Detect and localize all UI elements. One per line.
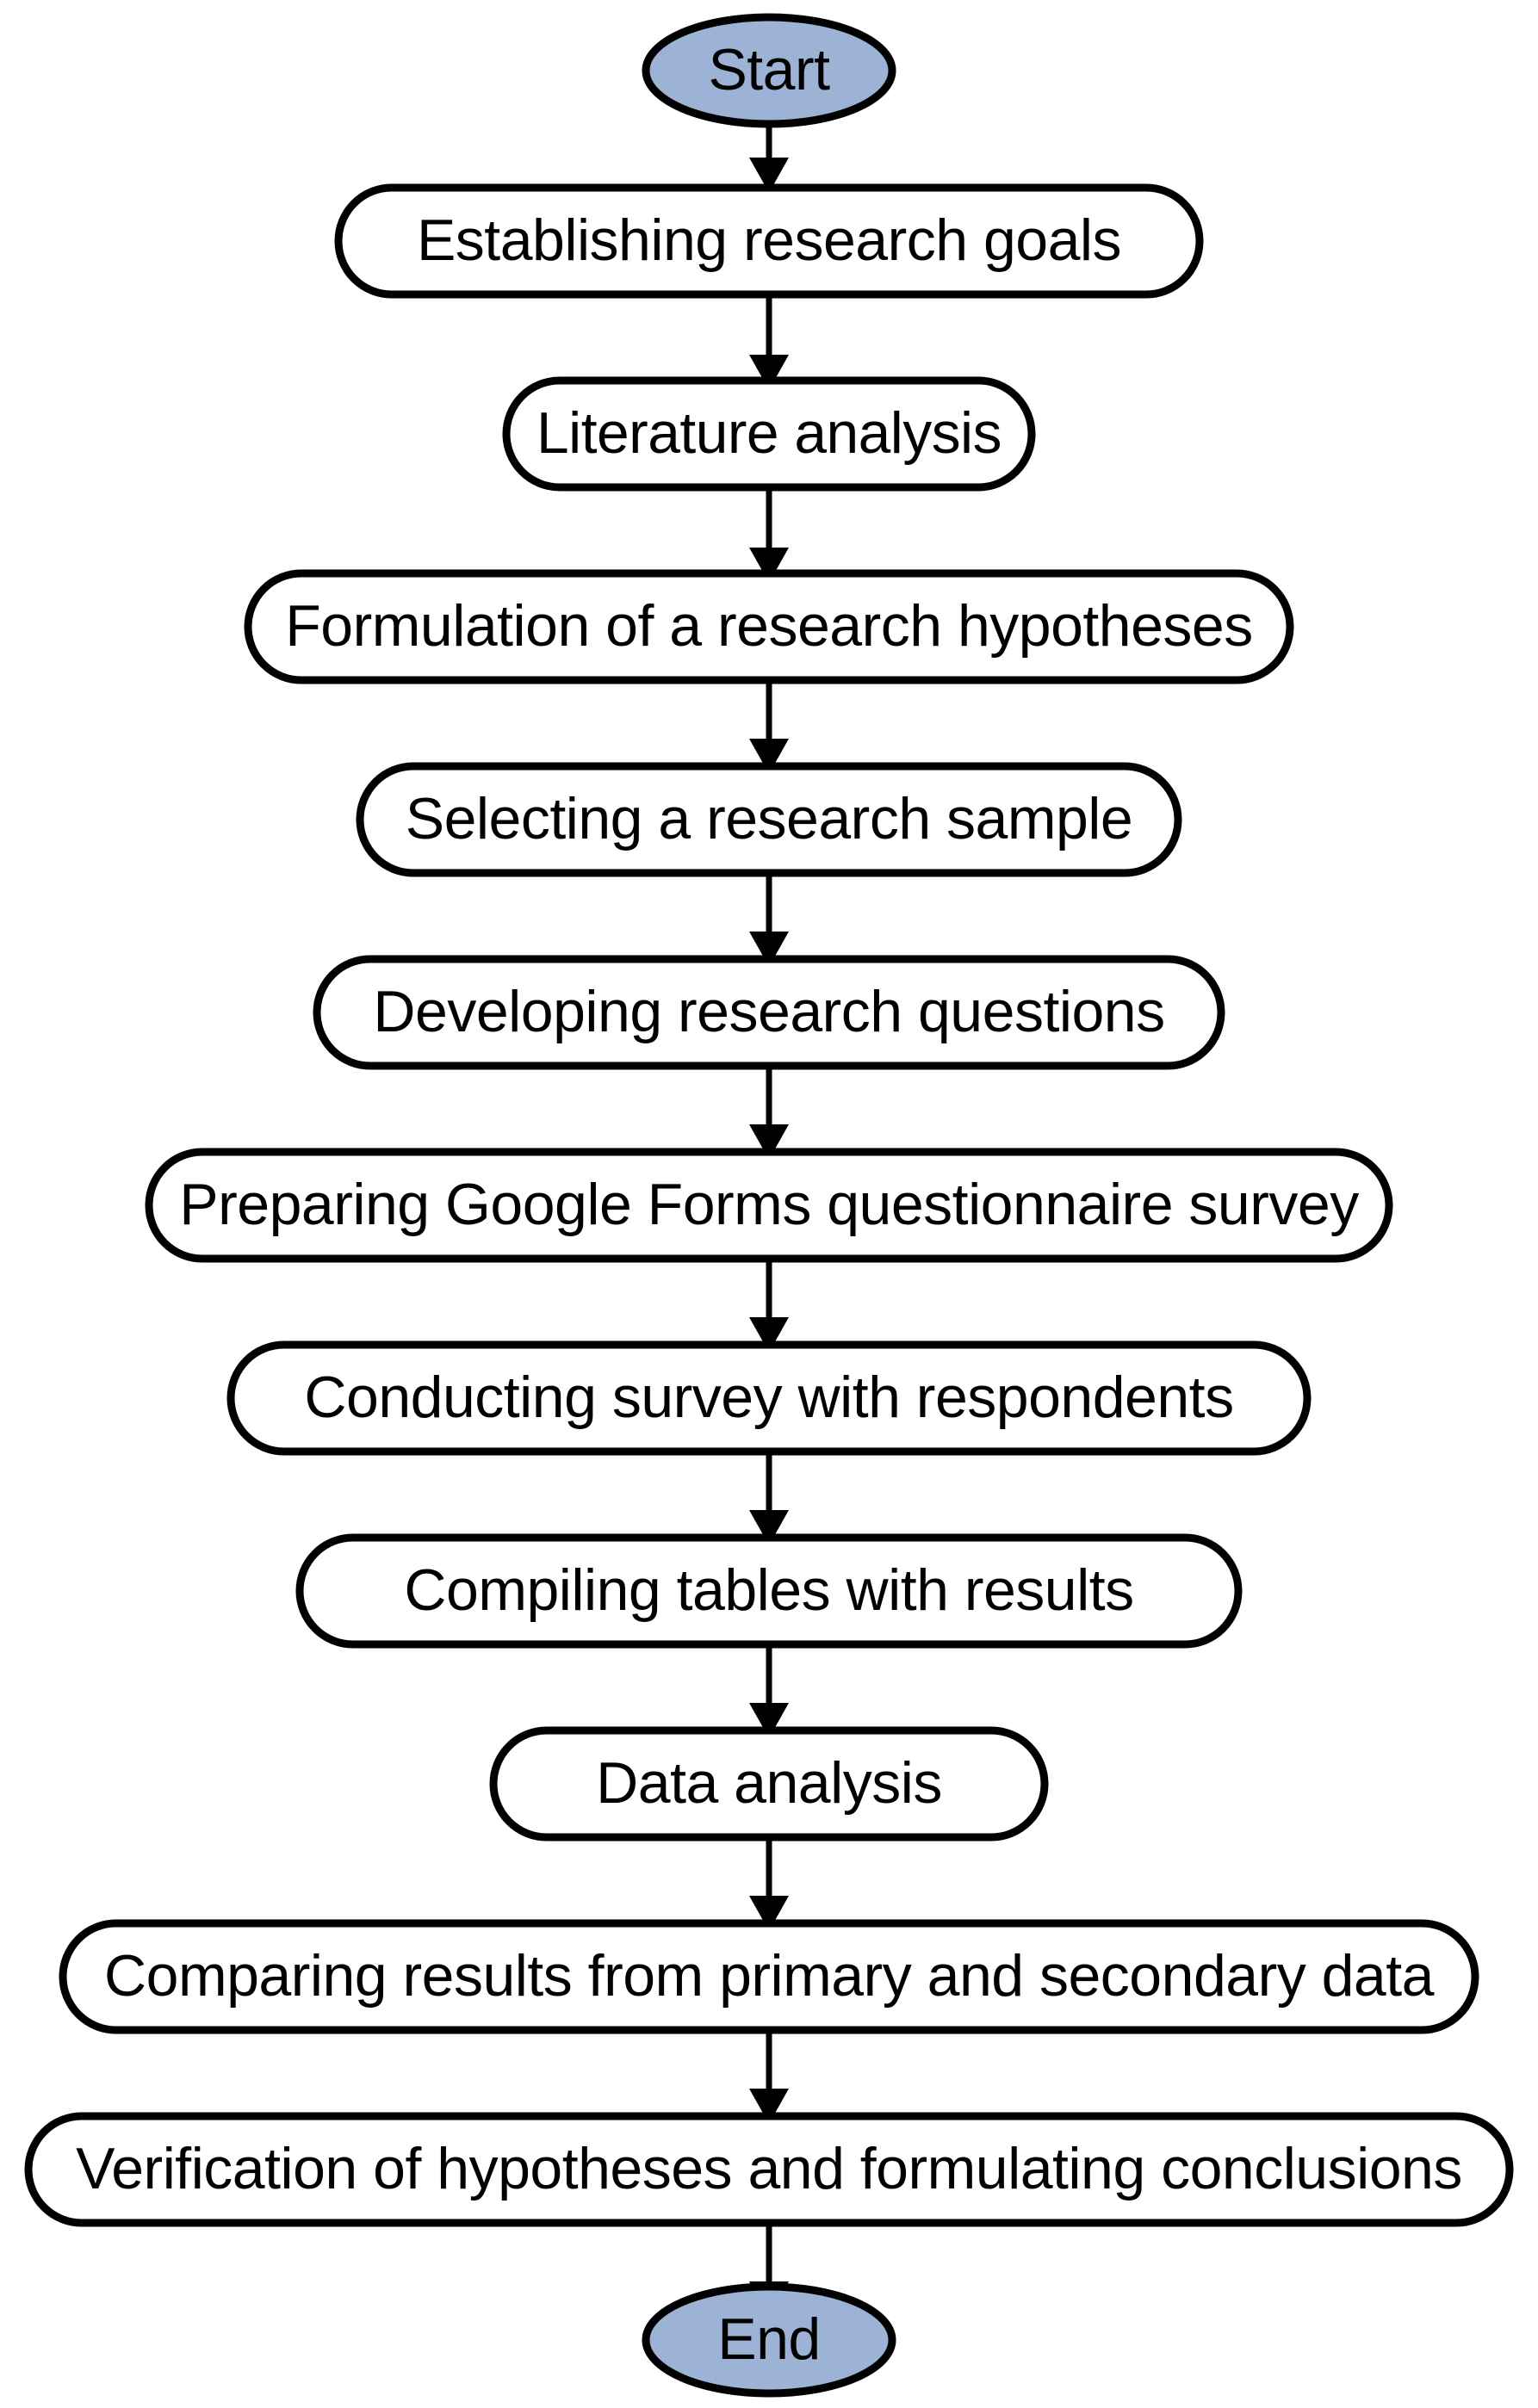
node-compiling-tables-with-results-label: Compiling tables with results xyxy=(404,1557,1133,1623)
node-formulation-of-a-research-hypotheses[interactable]: Formulation of a research hypotheses xyxy=(244,569,1294,684)
node-formulation-of-a-research-hypotheses-label: Formulation of a research hypotheses xyxy=(285,593,1253,659)
node-comparing-results-primary-secondary-label: Comparing results from primary and secon… xyxy=(104,1943,1435,2009)
node-preparing-google-forms-questionnaire-survey-label: Preparing Google Forms questionnaire sur… xyxy=(179,1172,1359,1237)
node-selecting-a-research-sample-label: Selecting a research sample xyxy=(406,786,1133,851)
node-preparing-google-forms-questionnaire-survey[interactable]: Preparing Google Forms questionnaire sur… xyxy=(145,1148,1393,1263)
node-establishing-research-goals-label: Establishing research goals xyxy=(417,207,1121,273)
node-literature-analysis[interactable]: Literature analysis xyxy=(502,376,1036,492)
node-developing-research-questions-label: Developing research questions xyxy=(373,979,1164,1044)
node-establishing-research-goals[interactable]: Establishing research goals xyxy=(334,183,1204,299)
node-data-analysis[interactable]: Data analysis xyxy=(489,1726,1049,1842)
node-start[interactable]: Start xyxy=(642,13,896,128)
node-conducting-survey-with-respondents[interactable]: Conducting survey with respondents xyxy=(226,1340,1312,1456)
node-conducting-survey-with-respondents-label: Conducting survey with respondents xyxy=(304,1365,1233,1430)
node-developing-research-questions[interactable]: Developing research questions xyxy=(313,955,1225,1070)
node-comparing-results-primary-secondary[interactable]: Comparing results from primary and secon… xyxy=(59,1919,1479,2034)
node-literature-analysis-label: Literature analysis xyxy=(536,401,1002,466)
node-verification-of-hypotheses-label: Verification of hypotheses and formulati… xyxy=(76,2136,1462,2201)
node-compiling-tables-with-results[interactable]: Compiling tables with results xyxy=(295,1533,1243,1649)
node-verification-of-hypotheses[interactable]: Verification of hypotheses and formulati… xyxy=(24,2112,1514,2227)
node-start-label: Start xyxy=(708,37,830,102)
node-end-label: End xyxy=(717,2306,821,2372)
node-selecting-a-research-sample[interactable]: Selecting a research sample xyxy=(356,762,1182,877)
node-end[interactable]: End xyxy=(642,2282,896,2398)
node-data-analysis-label: Data analysis xyxy=(596,1750,942,1816)
